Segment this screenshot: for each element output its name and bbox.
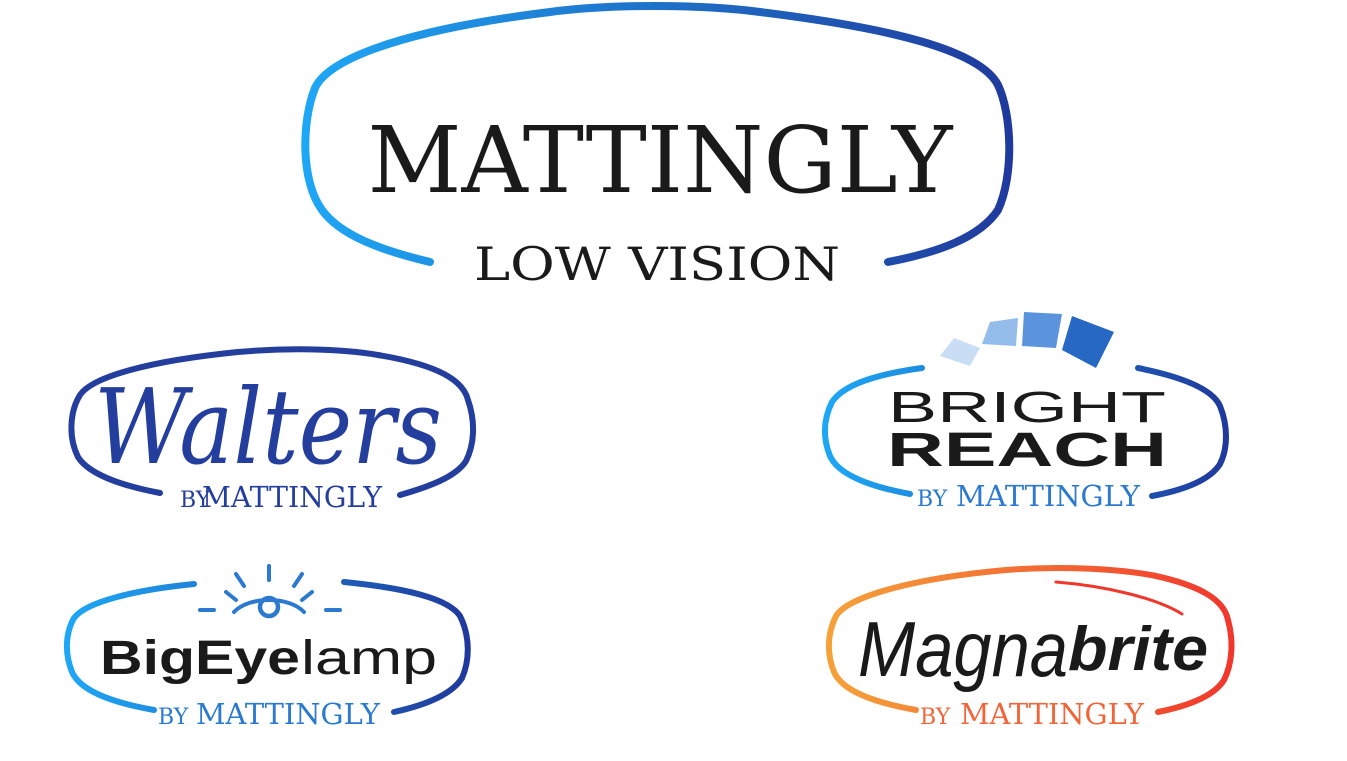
main-subtitle: LOW VISION xyxy=(474,237,840,291)
walters-name: Walters xyxy=(94,366,442,488)
bigeyelamp-frame-arc xyxy=(64,579,471,715)
eye-icon xyxy=(198,564,342,619)
main-title: MATTINGLY xyxy=(368,107,954,214)
magnabrite-frame-arc xyxy=(826,565,1235,715)
walters-logo: Walters BY MATTINGLY xyxy=(68,345,478,515)
bright-reach-frame-arc xyxy=(822,365,1229,499)
main-frame-arc xyxy=(301,2,1014,266)
magnabrite-logo-frame: Magna brite BY MATTINGLY xyxy=(826,565,1235,731)
bright-reach-logo-frame: BRIGHT REACH BY MATTINGLY xyxy=(822,312,1229,513)
bigeyelamp-logo-frame: BigEye lamp BY MATTINGLY xyxy=(64,564,471,731)
bright-reach-line2: REACH xyxy=(887,424,1167,477)
bright-reach-line1: BRIGHT xyxy=(888,383,1166,432)
light-bars-icon xyxy=(940,312,1114,368)
mattingly-low-vision-logo: MATTINGLY LOW VISION xyxy=(300,0,1020,300)
magnabrite-by: BY xyxy=(920,705,951,730)
bright-reach-by: BY xyxy=(917,487,948,512)
bigeyelamp-logo: BigEye lamp BY MATTINGLY xyxy=(64,560,474,740)
bigeyelamp-part2: lamp xyxy=(301,632,437,685)
bright-reach-logo: BRIGHT REACH BY MATTINGLY xyxy=(822,308,1234,518)
magnabrite-brand: MATTINGLY xyxy=(960,697,1145,731)
walters-frame-arc xyxy=(68,346,477,498)
magnabrite-logo: Magna brite BY MATTINGLY xyxy=(826,560,1238,740)
walters-brand: MATTINGLY xyxy=(202,480,383,514)
magnabrite-part2: brite xyxy=(1068,615,1208,684)
bigeyelamp-part1: BigEye xyxy=(100,632,300,685)
walters-logo-frame: Walters BY MATTINGLY xyxy=(68,346,477,514)
bigeyelamp-brand: MATTINGLY xyxy=(196,697,381,731)
main-logo-frame: MATTINGLY LOW VISION xyxy=(301,2,1014,291)
walters-by: BY xyxy=(180,488,211,513)
magnabrite-part1: Magna xyxy=(858,605,1068,693)
bigeyelamp-by: BY xyxy=(158,705,189,730)
swoosh-icon xyxy=(1054,580,1184,616)
bright-reach-brand: MATTINGLY xyxy=(956,479,1141,513)
